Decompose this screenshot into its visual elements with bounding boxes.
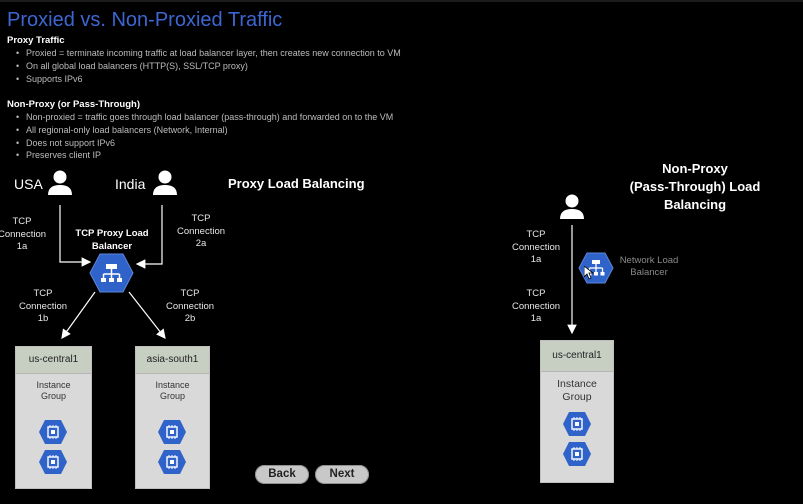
region-name: asia-south1 (136, 347, 209, 374)
region-name: us-central1 (541, 341, 613, 372)
tcp-connection-2a-label: TCP Connection 2a (174, 213, 228, 251)
proxy-bullet-list: Proxied = terminate incoming traffic at … (16, 47, 401, 85)
instance-group-label: Instance Group (136, 380, 209, 402)
tcp-proxy-lb-label: TCP Proxy Load Balancer (70, 228, 154, 253)
list-item: Does not support IPv6 (16, 137, 393, 150)
label-line: Connection (511, 241, 561, 253)
list-item: Preserves client IP (16, 149, 393, 162)
proxy-traffic-heading: Proxy Traffic (7, 35, 65, 46)
tcp-connection-top-label: TCP Connection 1a (507, 229, 565, 267)
list-item: All regional-only load balancers (Networ… (16, 124, 393, 137)
label-line: Connection (0, 228, 47, 240)
label-line: TCP (12, 216, 32, 227)
tcp-connection-1a-label: TCP Connection 1a (0, 216, 48, 254)
label-line: 1a (16, 241, 28, 252)
label-line: Group (562, 391, 592, 403)
compute-chip-icon (562, 441, 592, 472)
tcp-connection-bottom-label: TCP Connection 1a (507, 288, 565, 326)
label-line: Instance (36, 380, 71, 390)
label-line: TCP (526, 288, 546, 299)
compute-chip-icon (157, 449, 187, 480)
nonproxy-heading: Non-Proxy (or Pass-Through) (7, 99, 141, 110)
label-line: Connection (165, 300, 215, 312)
label-line: 2b (184, 313, 196, 324)
network-lb-label: Network Load Balancer (612, 255, 686, 279)
nonproxy-bullet-list: Non-proxied = traffic goes through load … (16, 111, 393, 162)
back-button[interactable]: Back (255, 465, 309, 484)
label-line: 1b (37, 313, 49, 324)
india-label: India (115, 176, 146, 192)
label-line: Connection (176, 225, 226, 237)
region-box-us-central1: us-central1 Instance Group (15, 346, 92, 489)
label-line: TCP (191, 213, 211, 224)
list-item: On all global load balancers (HTTP(S), S… (16, 60, 401, 73)
person-icon (558, 194, 586, 225)
label-line: TCP (180, 288, 200, 299)
usa-label: USA (14, 176, 43, 192)
label-line: 2a (195, 238, 207, 249)
label-line: Connection (18, 300, 68, 312)
mouse-cursor-icon (583, 265, 595, 285)
top-border (0, 0, 803, 2)
label-line: Group (40, 391, 66, 401)
instance-group-label: Instance Group (16, 380, 91, 402)
label-line: TCP Proxy Load (75, 228, 149, 239)
compute-chip-icon (38, 449, 68, 480)
nonproxy-diagram-title: Non-Proxy (Pass-Through) Load Balancing (618, 160, 772, 214)
label-line: Network Load (619, 255, 679, 266)
label-line: Group (159, 391, 185, 401)
title-line: Non-Proxy (662, 161, 728, 176)
region-name: us-central1 (16, 347, 91, 374)
label-line: 1a (530, 254, 542, 265)
person-icon (46, 170, 74, 201)
region-box-asia-south1: asia-south1 Instance Group (135, 346, 210, 489)
tcp-connection-2b-label: TCP Connection 2b (161, 288, 219, 326)
compute-chip-icon (38, 419, 68, 450)
list-item: Supports IPv6 (16, 73, 401, 86)
proxy-diagram-title: Proxy Load Balancing (228, 176, 365, 191)
next-button[interactable]: Next (315, 465, 369, 484)
region-box-us-central1-nonproxy: us-central1 Instance Group (540, 340, 614, 483)
label-line: TCP (526, 229, 546, 240)
label-line: Instance (557, 378, 597, 390)
title-line: Balancing (663, 197, 727, 212)
label-line: Balancer (630, 267, 668, 278)
instance-group-label: Instance Group (541, 378, 613, 404)
label-line: Balancer (91, 240, 133, 252)
compute-chip-icon (562, 411, 592, 442)
compute-chip-icon (157, 419, 187, 450)
label-line: Instance (155, 380, 190, 390)
person-icon (151, 170, 179, 201)
label-line: 1a (530, 313, 542, 324)
list-item: Non-proxied = traffic goes through load … (16, 111, 393, 124)
title-line: (Pass-Through) Load (629, 179, 761, 194)
label-line: Connection (511, 300, 561, 312)
list-item: Proxied = terminate incoming traffic at … (16, 47, 401, 60)
tcp-connection-1b-label: TCP Connection 1b (14, 288, 72, 326)
label-line: TCP (33, 288, 53, 299)
slide-title: Proxied vs. Non-Proxied Traffic (7, 9, 283, 31)
load-balancer-icon (89, 253, 134, 298)
